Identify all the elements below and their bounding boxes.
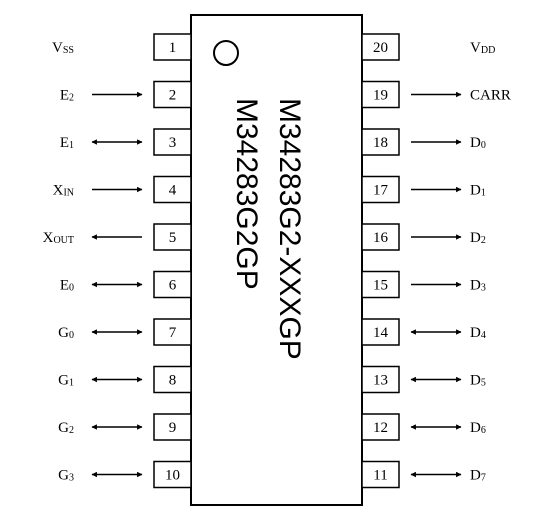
pin-20: 20 VDD: [361, 33, 495, 61]
signal-label-right-8: D5: [470, 373, 486, 389]
pin-8: 8 G1: [58, 365, 192, 394]
pin-number: 15: [373, 278, 388, 294]
signal-label-left-6: E0: [60, 278, 74, 294]
signal-label-left-10: G3: [58, 468, 74, 484]
signal-label-right-2: CARR: [470, 88, 511, 104]
pin1-indicator-dot: [213, 40, 239, 66]
pin-box: [361, 128, 400, 156]
pin-box: [361, 223, 400, 251]
signal-label-right-10: D7: [470, 468, 486, 484]
pin-19: 19 CARR: [361, 80, 511, 109]
signal-label-right-4: D1: [470, 183, 486, 199]
pin-number: 1: [169, 40, 177, 56]
pin-box: [153, 175, 192, 204]
signal-label-left-4: XIN: [53, 183, 74, 199]
pin-2: 2 E2: [60, 80, 192, 109]
pin-14: 14 D4: [361, 318, 486, 346]
pin-number: 20: [373, 40, 388, 56]
pin-number: 10: [165, 468, 180, 484]
pin-box: [361, 175, 400, 204]
pin-box: [153, 413, 192, 441]
pin-3: 3 E1: [60, 128, 192, 156]
pin-box: [361, 270, 400, 299]
pin-18: 18 D0: [361, 128, 486, 156]
pin-4: 4 XIN: [53, 175, 192, 204]
signal-label-right-1: VDD: [470, 40, 495, 56]
signal-label-left-3: E1: [60, 135, 74, 151]
pin-box: [153, 460, 192, 489]
pin-number: 8: [169, 373, 177, 389]
signal-label-left-7: G0: [58, 325, 74, 341]
signal-label-right-6: D3: [470, 278, 486, 294]
pin-17: 17 D1: [361, 175, 486, 204]
pin-6: 6 E0: [60, 270, 192, 299]
pin-box: [361, 413, 400, 441]
pin-9: 9 G2: [58, 413, 192, 441]
pin-number: 18: [373, 135, 388, 151]
pin-box: [361, 80, 400, 109]
pin-number: 3: [169, 135, 177, 151]
pin-5: 5 XOUT: [43, 223, 192, 251]
pin-16: 16 D2: [361, 223, 486, 251]
pin-box: [153, 128, 192, 156]
chip-body: [190, 14, 363, 506]
signal-label-right-3: D0: [470, 135, 486, 151]
pin-box: [153, 80, 192, 109]
signal-label-right-7: D4: [470, 325, 486, 341]
part-number-secondary: M34283G2GP: [230, 98, 263, 290]
pin-number: 17: [373, 183, 389, 199]
pin-box: [153, 270, 192, 299]
pin-box: [361, 365, 400, 394]
pin-box: [361, 460, 400, 489]
pin-10: 10 G3: [58, 460, 192, 489]
signal-label-right-9: D6: [470, 420, 486, 436]
pin-number: 7: [169, 325, 177, 341]
pin-box: [153, 223, 192, 251]
signal-label-left-9: G2: [58, 420, 74, 436]
pin-number: 19: [373, 88, 388, 104]
pin-number: 14: [373, 325, 389, 341]
pin-number: 9: [169, 420, 177, 436]
pin-box: [153, 365, 192, 394]
signal-label-left-5: XOUT: [43, 230, 74, 246]
pin-number: 5: [169, 230, 177, 246]
pin-number: 4: [169, 183, 177, 199]
pin-box: [153, 318, 192, 346]
part-number-primary: M34283G2-XXXGP: [273, 98, 306, 360]
pin-1: 1 VSS: [52, 33, 192, 61]
pin-7: 7 G0: [58, 318, 192, 346]
pin-number: 11: [373, 468, 387, 484]
pin-15: 15 D3: [361, 270, 486, 299]
pin-12: 12 D6: [361, 413, 486, 441]
signal-label-left-1: VSS: [52, 40, 74, 56]
pin-number: 2: [169, 88, 177, 104]
pin-13: 13 D5: [361, 365, 486, 394]
pin-11: 11 D7: [361, 460, 486, 489]
pin-box: [361, 318, 400, 346]
pin-number: 16: [373, 230, 389, 246]
signal-label-left-2: E2: [60, 88, 74, 104]
left-pin-column: 1 VSS 2 E2 3 E1 4 XIN 5 XOUT 6 E0 7 G0 8 G1 9 G2 10 G3: [43, 33, 192, 489]
signal-label-left-8: G1: [58, 373, 74, 389]
signal-label-right-5: D2: [470, 230, 486, 246]
pin-box: [361, 33, 400, 61]
pin-number: 13: [373, 373, 388, 389]
pin-number: 6: [169, 278, 177, 294]
pin-number: 12: [373, 420, 388, 436]
pin-box: [153, 33, 192, 61]
